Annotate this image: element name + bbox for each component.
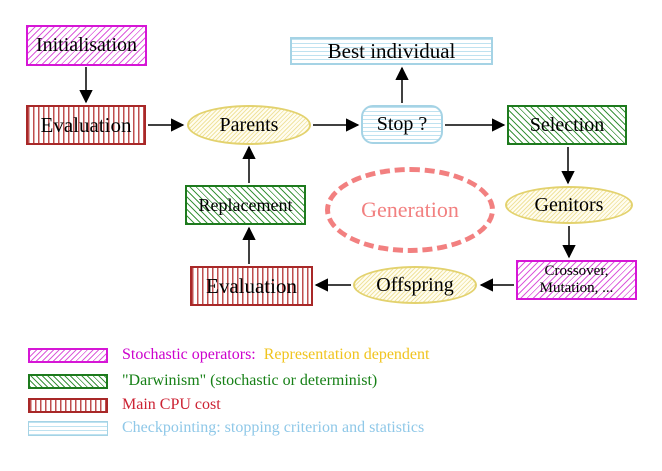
node-generation-label: Generation xyxy=(361,197,459,223)
legend-label-cpu-cost: Main CPU cost xyxy=(122,396,221,413)
node-initialisation: Initialisation xyxy=(26,25,147,66)
legend-label-darwinism: "Darwinism" (stochastic or determinist) xyxy=(122,372,378,389)
node-replacement: Replacement xyxy=(185,185,306,225)
legend-label-checkpointing: Checkpointing: stopping criterion and st… xyxy=(122,419,425,436)
node-offspring: Offspring xyxy=(353,266,477,304)
node-best-individual: Best individual xyxy=(290,37,493,65)
node-genitors: Genitors xyxy=(505,186,633,224)
node-crossover-line1: Crossover, xyxy=(544,263,609,279)
node-initialisation-label: Initialisation xyxy=(35,34,138,56)
legend-label-stochastic-operators: Stochastic operators: xyxy=(122,346,256,363)
legend-label-representation-dependent: Representation dependent xyxy=(263,346,430,363)
node-crossover-mutation: Crossover, Mutation, ... xyxy=(516,260,637,300)
node-evaluation-top: Evaluation xyxy=(26,105,146,145)
node-evaluation-bottom-label: Evaluation xyxy=(206,273,297,298)
legend-row-stochastic-operators: Stochastic operators: Representation dep… xyxy=(28,344,429,366)
node-parents: Parents xyxy=(187,105,311,145)
node-offspring-label: Offspring xyxy=(376,273,454,296)
node-replacement-label: Replacement xyxy=(198,194,293,215)
legend-row-cpu-cost: Main CPU cost xyxy=(28,394,221,416)
node-stop: Stop ? xyxy=(361,105,443,144)
node-evaluation-bottom: Evaluation xyxy=(190,266,313,306)
node-crossover-line2: Mutation, ... xyxy=(539,280,614,296)
legend-swatch-checkpointing xyxy=(28,420,108,436)
legend-swatch-stochastic-operators xyxy=(28,347,108,363)
legend-row-darwinism: "Darwinism" (stochastic or determinist) xyxy=(28,370,377,392)
node-stop-label: Stop ? xyxy=(376,113,428,135)
node-parents-label: Parents xyxy=(219,113,279,136)
legend-swatch-cpu-cost xyxy=(28,397,108,413)
legend-swatch-darwinism xyxy=(28,373,108,389)
node-genitors-label: Genitors xyxy=(534,193,604,216)
node-selection: Selection xyxy=(507,105,627,145)
node-evaluation-top-label: Evaluation xyxy=(40,112,132,137)
node-selection-label: Selection xyxy=(529,113,605,136)
node-generation: Generation xyxy=(325,167,495,253)
node-best-individual-label: Best individual xyxy=(327,38,456,63)
legend-row-checkpointing: Checkpointing: stopping criterion and st… xyxy=(28,417,424,439)
